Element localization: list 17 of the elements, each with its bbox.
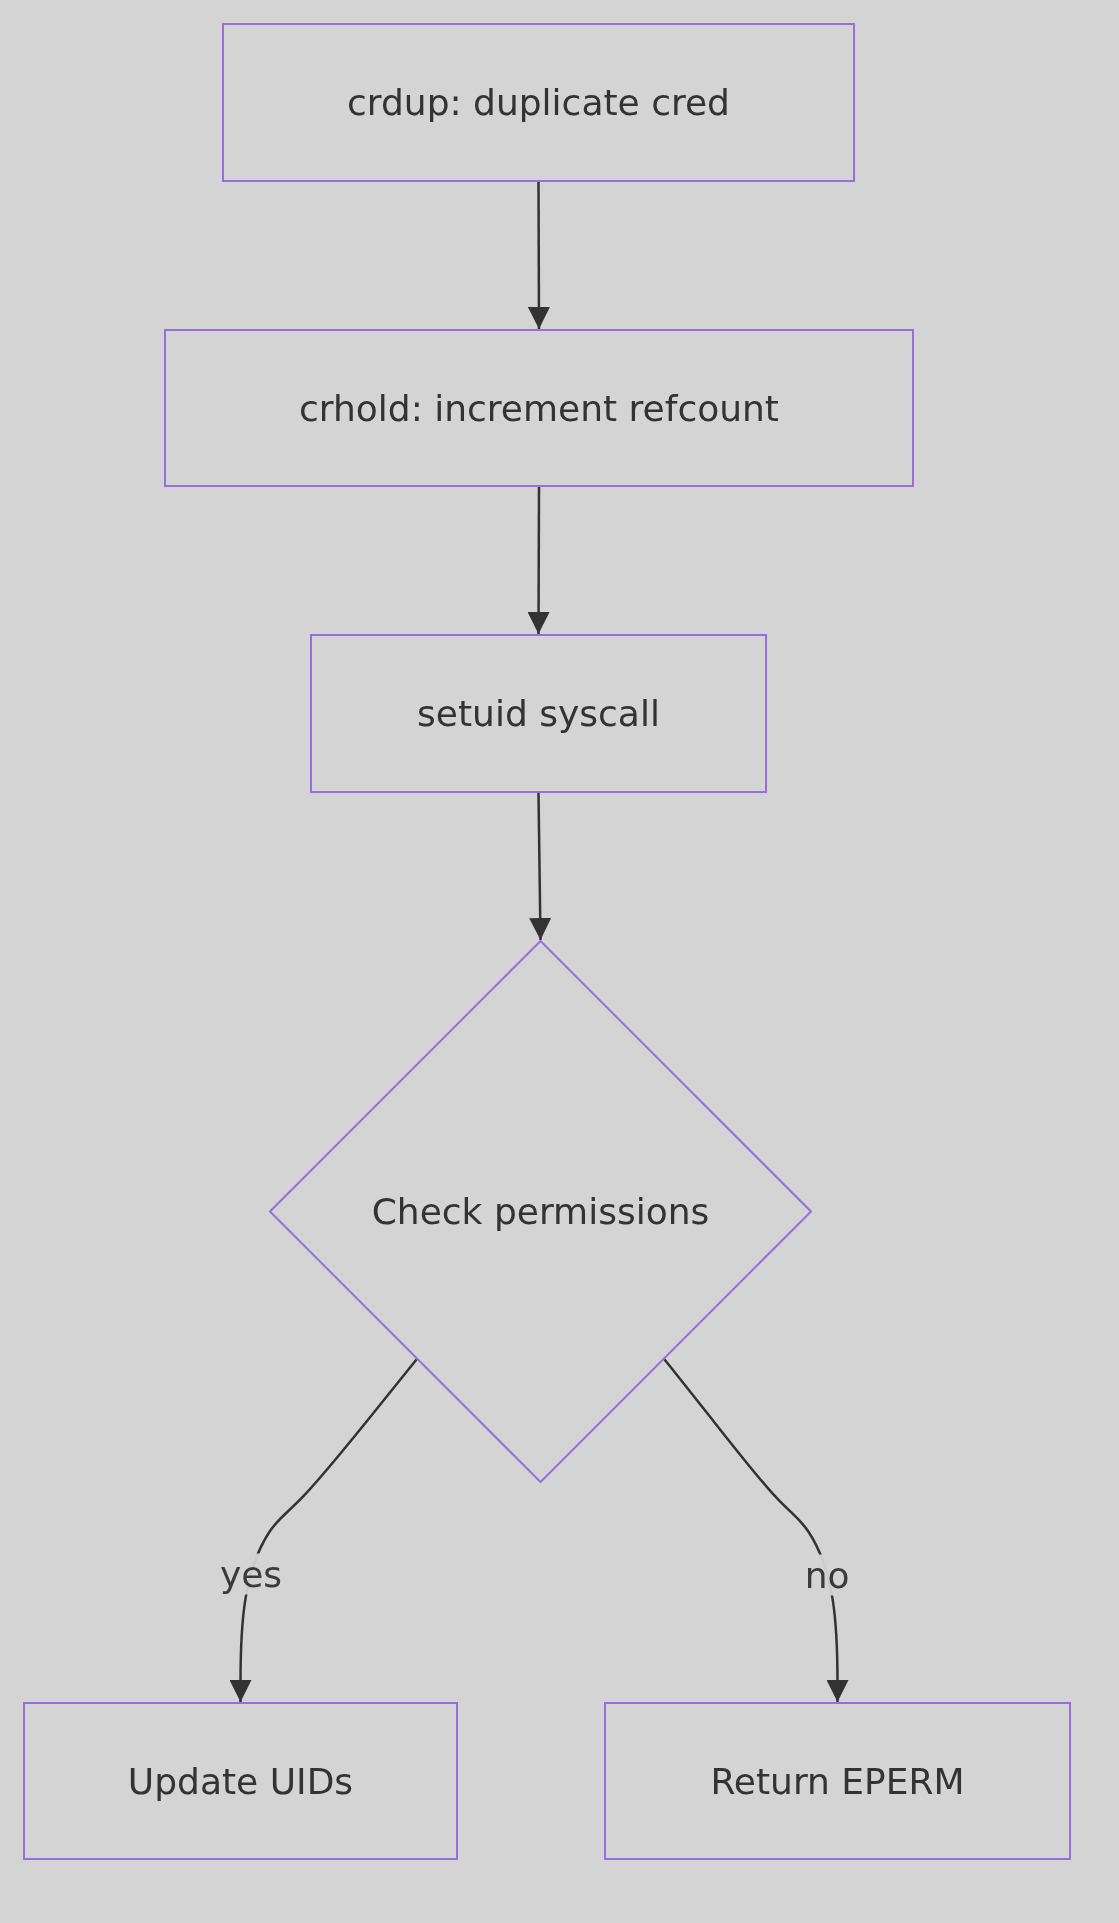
process-box bbox=[310, 634, 767, 793]
process-box bbox=[164, 329, 914, 487]
node-text: crhold: increment refcount bbox=[299, 387, 779, 429]
arrow bbox=[527, 182, 550, 329]
node-text: Return EPERM bbox=[710, 1760, 965, 1802]
node-text: setuid syscall bbox=[417, 693, 660, 734]
decision-diamond bbox=[269, 940, 812, 1483]
node-text: crdup: duplicate cred bbox=[347, 82, 730, 123]
process-box bbox=[222, 23, 855, 182]
node-text: Update UIDs bbox=[127, 1760, 354, 1802]
arrow bbox=[527, 487, 550, 634]
node-text: Check permissions bbox=[371, 1191, 710, 1232]
process-box bbox=[23, 1702, 458, 1860]
arrow bbox=[663, 1358, 849, 1702]
arrow bbox=[229, 1358, 418, 1702]
arrow bbox=[529, 793, 552, 940]
process-box bbox=[604, 1702, 1071, 1860]
